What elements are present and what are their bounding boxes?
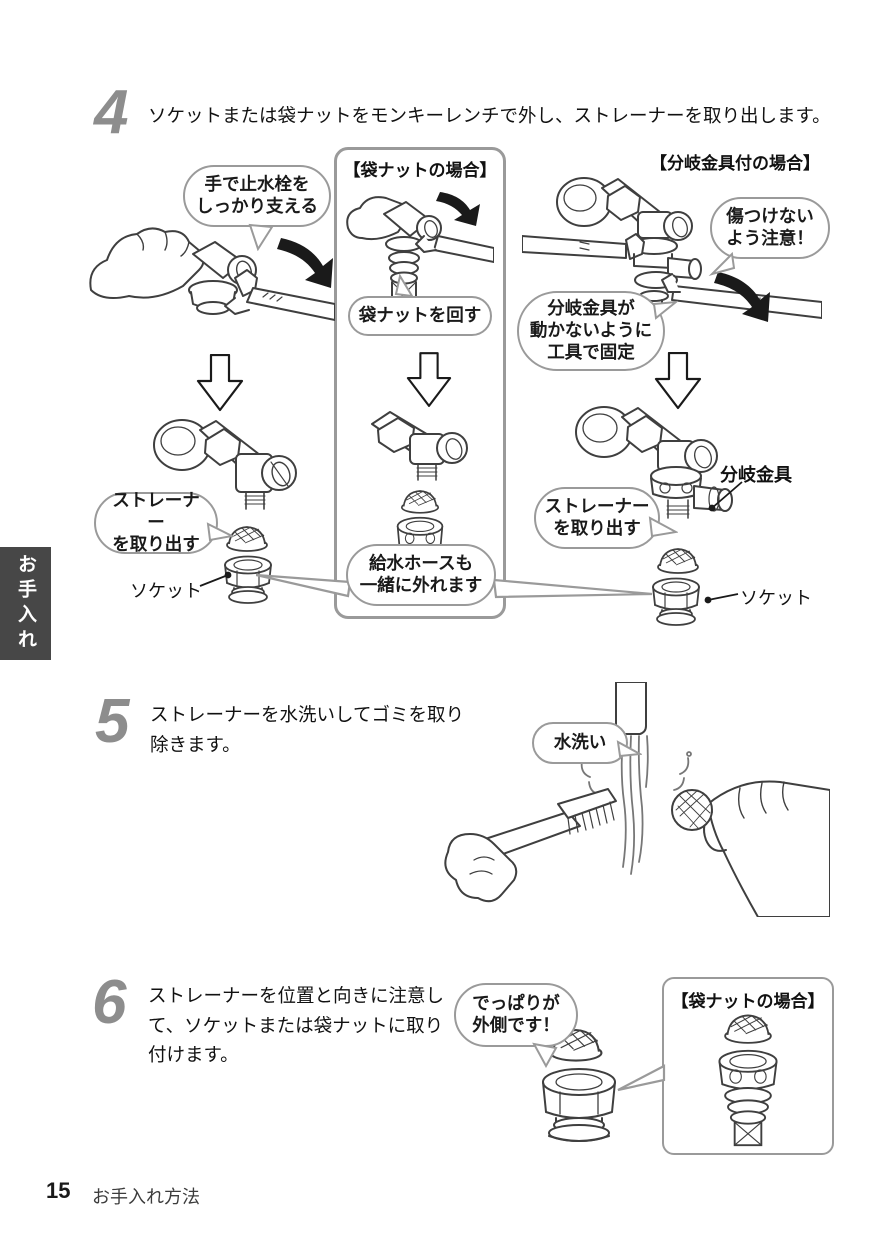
socket-icon-large [542,1068,616,1142]
step4-instruction: ソケットまたは袋ナットをモンキーレンチで外し、ストレーナーを取り出します。 [148,105,831,126]
sidebar-section-tab: お手入れ [0,547,51,660]
strainer-icon [401,490,439,514]
socket-icon-left [224,555,272,604]
sidebar-section-tab-label: お手入れ [15,553,36,654]
socket-icon-right [652,577,700,626]
rotate-arrow-icon [436,192,480,226]
hand-holding-valve-illustration [89,227,335,321]
remove-strainer-bubble-right: ストレーナー を取り出す [534,487,660,549]
rinse-strainer-illustration [444,682,830,917]
footer-section-title: お手入れ方法 [92,1187,200,1207]
socket-pointer-right [704,593,739,604]
step4-number: 4 [94,78,129,147]
page-number: 15 [46,1178,71,1203]
wrench-loosen-nut-illustration [346,192,494,307]
step5-instruction: ストレーナーを水洗いしてゴミを取り 除きます。 [150,704,464,755]
branch-fitting-label: 分岐金具 [720,465,792,485]
stop-valve-illustration [153,419,297,510]
down-arrow-icon [406,352,452,407]
rotate-arrow-icon [277,238,333,288]
socket-label-left: ソケット [130,581,202,601]
bag-nut-hose-illustration [718,1049,778,1147]
strainer-icon [724,1014,772,1044]
hose-bubble: 給水ホースも 一緒に外れます [346,544,496,606]
caution-bubble: 傷つけない よう注意！ [710,197,830,259]
strainer-icon [657,548,699,574]
strainer-icon [226,526,268,552]
hold-valve-bubble: 手で止水栓を しっかり支える [183,165,331,227]
bag-nut-case-header-step6: 【袋ナットの場合】 [671,992,825,1011]
rinse-bubble: 水洗い [532,722,628,764]
bag-nut-case-box-tail [617,1064,666,1092]
down-arrow-icon [654,352,702,410]
two-wrench-branch-illustration [522,177,822,322]
step6-instruction: ストレーナーを位置と向きに注意し て、ソケットまたは袋ナットに取り 付けます。 [148,985,445,1066]
remove-strainer-bubble-left: ストレーナー を取り出す [94,490,218,554]
turn-nut-bubble: 袋ナットを回す [348,296,492,336]
step5-number: 5 [95,687,130,756]
step6-number: 6 [92,968,127,1037]
fix-with-tool-bubble: 分岐金具が 動かないように 工具で固定 [517,291,665,371]
down-arrow-icon [196,354,244,412]
bag-nut-case-header: 【袋ナットの場合】 [343,161,497,180]
rotate-arrow-icon [714,272,770,322]
branch-case-header: 【分岐金具付の場合】 [650,154,820,173]
tab-outside-bubble: でっぱりが 外側です！ [454,983,578,1047]
socket-label-right: ソケット [740,588,812,608]
valve-outlet-illustration [371,411,468,481]
